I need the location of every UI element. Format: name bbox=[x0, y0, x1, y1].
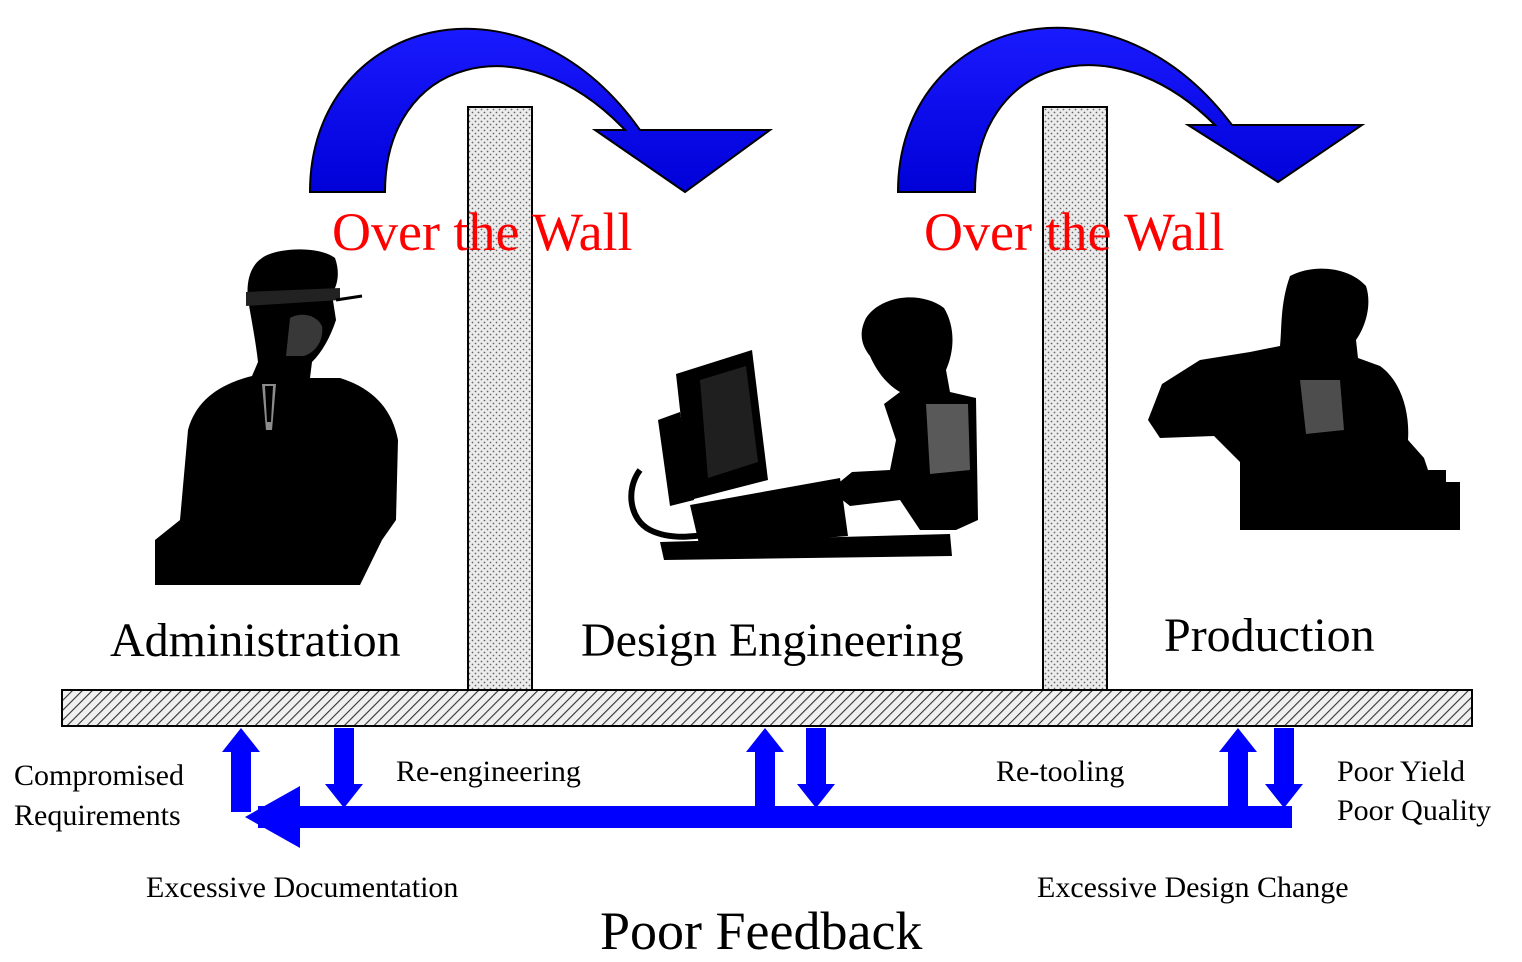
craftsman-with-hammer-icon bbox=[1148, 268, 1460, 530]
wall-1 bbox=[467, 106, 533, 691]
feedback-loop bbox=[222, 728, 1303, 848]
label-excessive-design-change: Excessive Design Change bbox=[1037, 871, 1349, 904]
department-design-engineering: Design Engineering bbox=[581, 614, 964, 667]
label-excessive-documentation: Excessive Documentation bbox=[146, 871, 459, 904]
wall-2 bbox=[1042, 106, 1108, 691]
businessman-on-phone-icon bbox=[155, 249, 398, 585]
over-wall-arrow-2 bbox=[896, 26, 1366, 193]
label-retooling: Re-tooling bbox=[996, 755, 1125, 788]
feedback-arrowhead-left bbox=[245, 786, 300, 848]
over-wall-arrow-1 bbox=[308, 27, 774, 194]
label-compromised: Compromised bbox=[14, 759, 184, 792]
engineer-at-computer-icon bbox=[628, 297, 978, 560]
label-reengineering: Re-engineering bbox=[396, 755, 581, 788]
department-administration: Administration bbox=[110, 614, 401, 667]
over-the-wall-label-1: Over the Wall bbox=[332, 202, 633, 262]
over-the-wall-label-2: Over the Wall bbox=[924, 202, 1225, 262]
label-poor-yield: Poor Yield bbox=[1337, 755, 1466, 788]
label-poor-quality: Poor Quality bbox=[1337, 794, 1492, 827]
department-production: Production bbox=[1164, 609, 1375, 662]
poor-feedback-title: Poor Feedback bbox=[600, 901, 923, 961]
floor-beam bbox=[61, 689, 1473, 727]
label-requirements: Requirements bbox=[14, 799, 181, 832]
